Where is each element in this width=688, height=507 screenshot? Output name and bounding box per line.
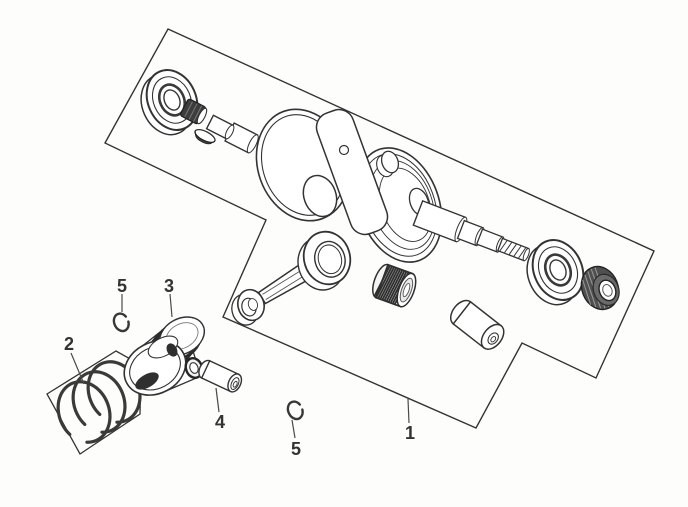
spline-shaft-end-cap [180,98,208,125]
piston-ring-2 [71,370,127,434]
callout-label-2: 2 [64,334,74,354]
crankshaft-group-boundary-box [104,28,655,429]
right-crank-journal [412,199,530,262]
conrod-needle-bearing [372,263,417,308]
piston-pin-clip-right [286,400,304,421]
crank-pin [449,299,505,350]
callout-5-left: 5 [117,276,127,312]
piston-skirt-opening [123,335,187,396]
callout-label-1: 1 [405,423,415,443]
piston-ring-3 [86,360,142,424]
callout-3: 3 [164,276,174,318]
crank-arm-plate [302,108,389,236]
callout-label-3: 3 [164,276,174,296]
callout-5-right: 5 [291,419,301,459]
callout-label-5-left: 5 [117,276,127,296]
callout-label-4: 4 [215,412,225,432]
woodruff-key [194,128,216,145]
callout-4: 4 [215,387,225,432]
callout-2: 2 [64,334,85,385]
piston-pin [198,359,243,393]
connecting-rod [231,230,352,326]
conrod-big-end [297,230,352,291]
conrod-small-end [231,288,265,326]
threaded-shaft-tip [496,237,530,262]
callout-label-5-right: 5 [291,439,301,459]
callout-1: 1 [405,398,415,443]
primary-drive-gear [580,265,620,311]
left-crank-journal [205,114,259,154]
piston-pin-clip-left [112,312,130,333]
crank-pin-boss [376,150,400,178]
right-main-bearing [526,239,585,306]
